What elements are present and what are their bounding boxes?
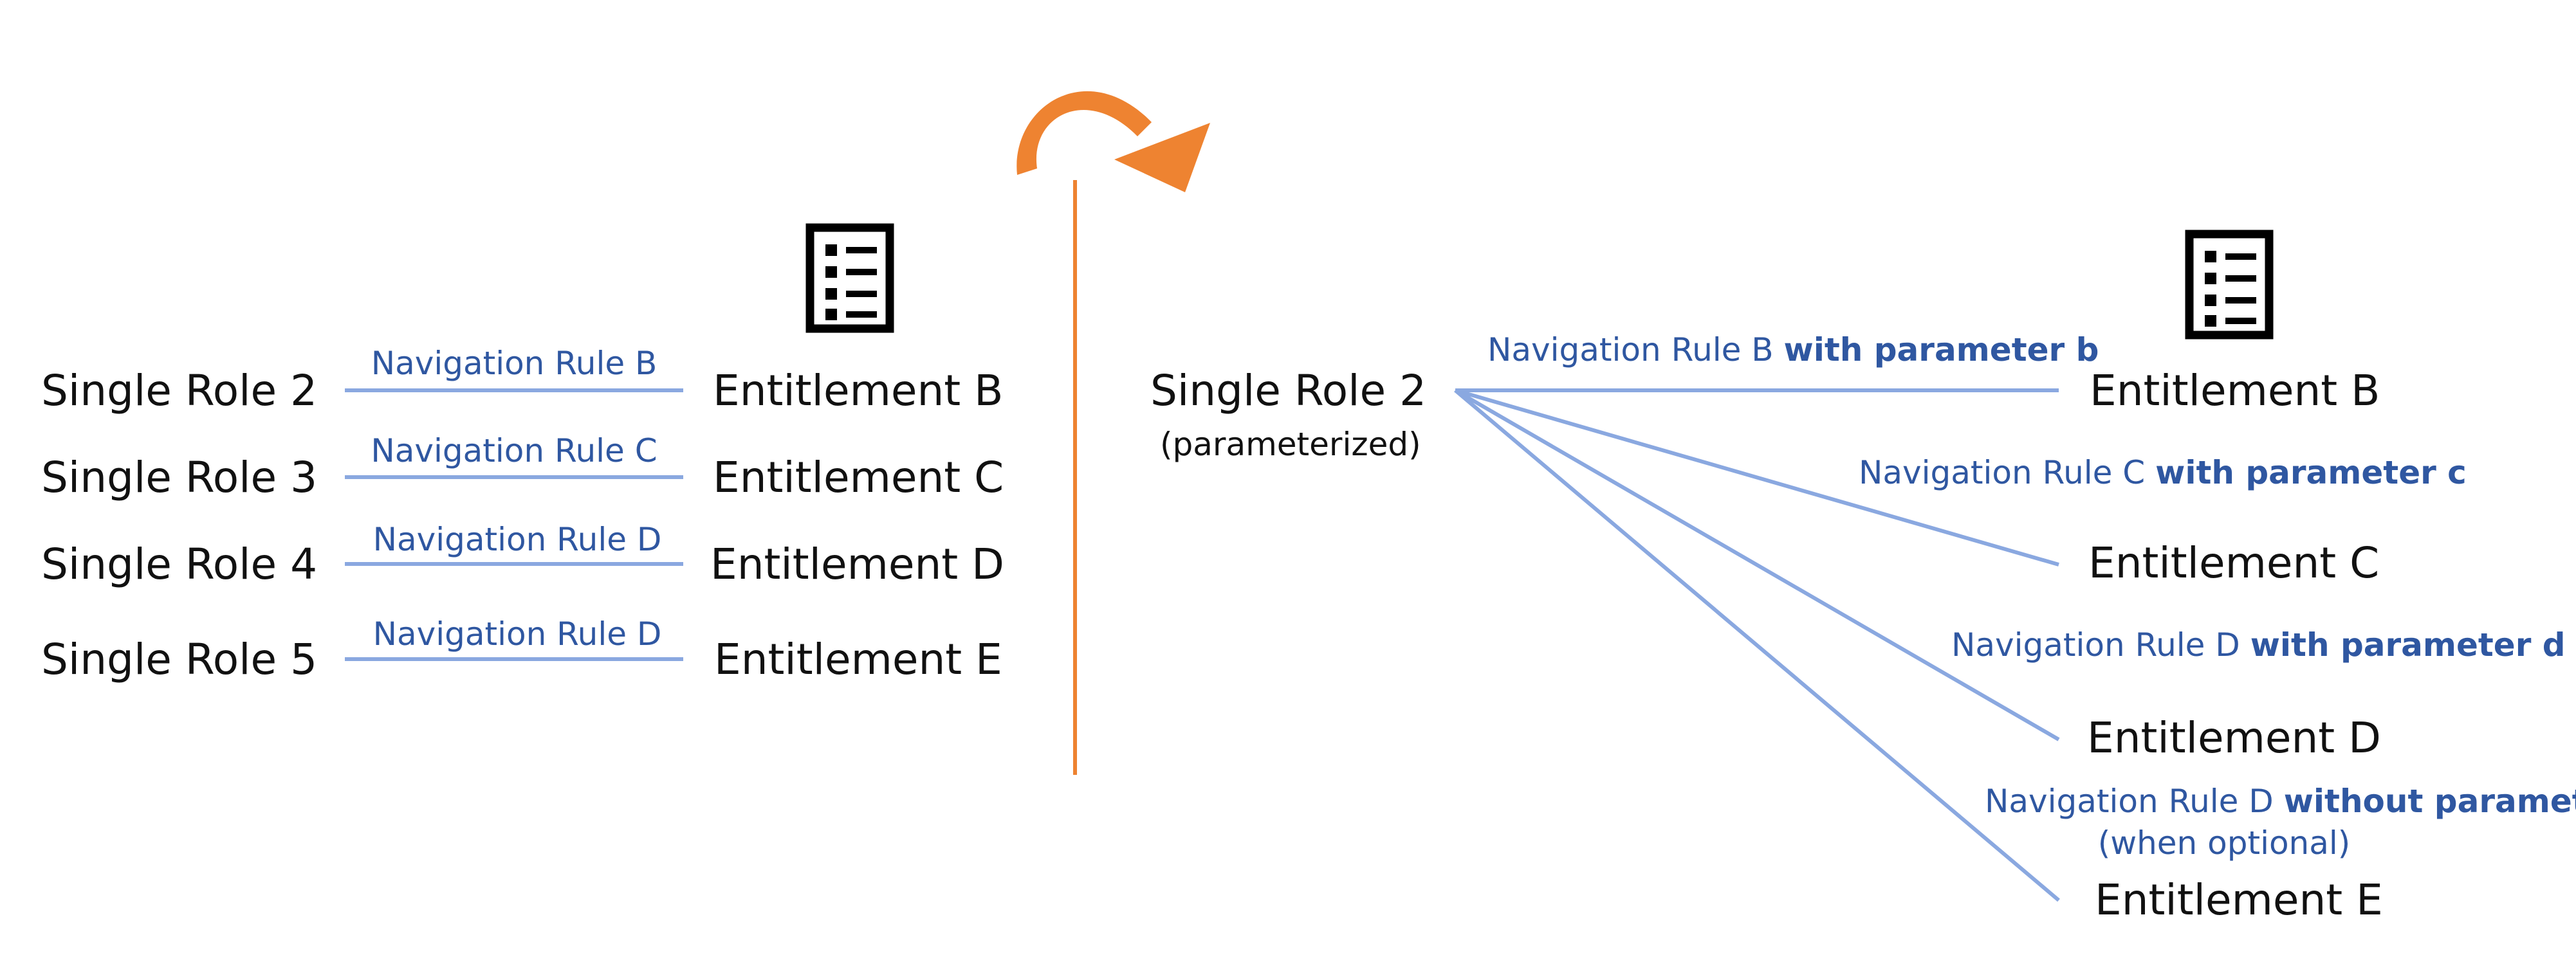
entitlement-label: Entitlement C <box>713 453 1004 502</box>
role-note: (parameterized) <box>1160 426 1421 463</box>
left-row: Single Role 4 Navigation Rule D Entitlem… <box>41 521 1004 589</box>
role-label: Single Role 2 <box>41 366 317 415</box>
curved-arrow-icon <box>1017 91 1210 775</box>
list-document-icon <box>2185 230 2274 340</box>
entitlement-label: Entitlement C <box>2088 538 2379 588</box>
rule-label: Navigation Rule C with parameter c <box>1859 454 2467 491</box>
rule-label: Navigation Rule D <box>373 615 662 653</box>
rule-label: Navigation Rule B with parameter b <box>1487 331 2099 368</box>
rule-connector <box>1454 388 2060 741</box>
rule-label: Navigation Rule D with parameter d <box>1951 626 2566 664</box>
left-section: Single Role 2 Navigation Rule B Entitlem… <box>41 345 1004 684</box>
role-label: Single Role 5 <box>41 635 317 684</box>
left-row: Single Role 3 Navigation Rule C Entitlem… <box>41 432 1004 502</box>
entitlement-label: Entitlement D <box>2087 713 2381 763</box>
left-row: Single Role 2 Navigation Rule B Entitlem… <box>41 345 1003 415</box>
rule-connector <box>1454 388 2060 902</box>
entitlement-label: Entitlement D <box>710 540 1004 589</box>
role-label: Single Role 2 <box>1150 366 1426 415</box>
rule-label: Navigation Rule D <box>373 521 662 558</box>
role-label: Single Role 4 <box>41 540 317 589</box>
entitlement-label: Entitlement E <box>714 635 1002 684</box>
rule-connector <box>1455 388 2059 567</box>
entitlement-label: Entitlement B <box>713 366 1003 415</box>
right-section: Single Role 2 (parameterized) Navigation… <box>1150 331 2576 925</box>
rule-label: Navigation Rule B <box>371 345 658 382</box>
rule-label: Navigation Rule D without parameter <box>1985 783 2576 820</box>
role-label: Single Role 3 <box>41 453 317 502</box>
left-row: Single Role 5 Navigation Rule D Entitlem… <box>41 615 1002 684</box>
entitlement-label: Entitlement E <box>2095 875 2383 925</box>
entitlement-label: Entitlement B <box>2090 366 2380 415</box>
rule-label: Navigation Rule C <box>371 432 657 469</box>
rule-note: (when optional) <box>2098 824 2351 862</box>
list-document-icon <box>805 223 894 333</box>
